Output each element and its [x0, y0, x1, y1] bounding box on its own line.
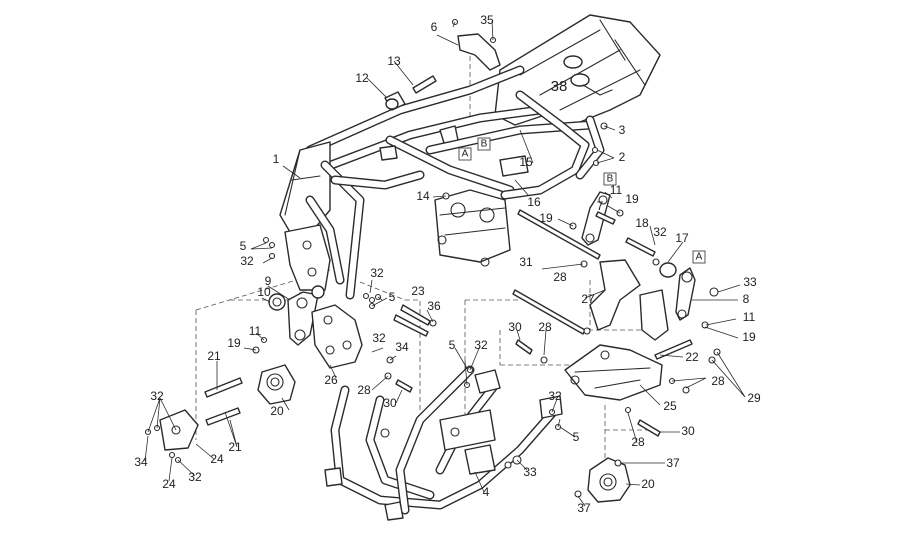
callout-32-lowermid: 32 — [548, 389, 562, 403]
reference-letters: A B B A — [458, 137, 706, 264]
callout-30-mid: 30 — [508, 320, 522, 334]
callout-19-right: 19 — [742, 330, 756, 344]
callout-32-far-left: 32 — [150, 389, 164, 403]
leader-lines — [144, 20, 746, 507]
ref-a-1: A — [462, 149, 469, 160]
callout-13: 13 — [387, 54, 401, 68]
callout-32-lower: 32 — [474, 338, 488, 352]
callout-10: 10 — [257, 285, 271, 299]
callout-numbers: 6 35 13 12 38 3 2 1 15 14 16 11 19 7 19 … — [134, 13, 761, 515]
callout-1: 1 — [273, 152, 280, 166]
callout-5-left: 5 — [240, 239, 247, 253]
silent-block-20-right — [587, 457, 631, 503]
washer-17 — [659, 262, 677, 278]
callout-12: 12 — [355, 71, 369, 85]
callout-19-top: 19 — [625, 192, 639, 206]
plate-24 — [159, 409, 199, 451]
callout-38: 38 — [551, 78, 568, 95]
callout-36: 36 — [427, 299, 441, 313]
callout-18: 18 — [635, 216, 649, 230]
callout-32-bottom: 32 — [188, 470, 202, 484]
callout-3: 3 — [619, 123, 626, 137]
engine-link-9 — [287, 291, 319, 346]
callout-34-bottom: 34 — [134, 455, 148, 469]
pin-13 — [412, 75, 437, 94]
callout-28-left: 28 — [357, 383, 371, 397]
callout-28-lower: 28 — [631, 435, 645, 449]
main-frame — [279, 14, 661, 300]
callout-37-top: 37 — [666, 456, 680, 470]
ref-b-1: B — [481, 139, 488, 150]
callout-21-left: 21 — [207, 349, 221, 363]
callout-5-center: 5 — [449, 338, 456, 352]
callout-32-mid: 32 — [370, 266, 384, 280]
callout-11-left: 11 — [249, 324, 262, 338]
callout-17: 17 — [675, 231, 689, 245]
callout-37-bottom: 37 — [577, 501, 591, 515]
callout-30-left: 30 — [383, 396, 397, 410]
callout-19-mid: 19 — [539, 211, 553, 225]
callout-27: 27 — [581, 292, 595, 306]
lower-cradle — [324, 365, 563, 521]
callout-34-mid: 34 — [395, 340, 409, 354]
callout-35: 35 — [480, 13, 494, 27]
callout-23: 23 — [411, 284, 425, 298]
callout-32-right: 32 — [653, 225, 667, 239]
callout-14: 14 — [416, 189, 430, 203]
link-7 — [581, 191, 611, 246]
callout-22: 22 — [685, 350, 699, 364]
callout-9: 9 — [265, 274, 272, 288]
bolt-31 — [517, 209, 601, 260]
callout-2: 2 — [619, 150, 626, 164]
callout-5-lower: 5 — [573, 430, 580, 444]
callout-25: 25 — [663, 399, 677, 413]
callout-28-right: 28 — [711, 374, 725, 388]
callout-26: 26 — [324, 373, 338, 387]
left-components — [144, 75, 450, 464]
ref-a-2: A — [696, 252, 703, 263]
callout-20-left: 20 — [270, 404, 284, 418]
callout-28-mid: 28 — [538, 320, 552, 334]
callout-8: 8 — [743, 292, 750, 306]
callout-4: 4 — [483, 485, 490, 499]
callout-20-right: 20 — [641, 477, 655, 491]
callout-33-right: 33 — [743, 275, 757, 289]
battery-box — [434, 189, 511, 263]
callout-32-center: 32 — [372, 331, 386, 345]
bracket-plate-26 — [311, 304, 363, 369]
callout-6: 6 — [431, 20, 438, 34]
callout-33-bottom: 33 — [523, 465, 537, 479]
rear-subframe — [494, 14, 661, 131]
callout-19-left: 19 — [227, 336, 241, 350]
callout-21-bottom: 21 — [228, 440, 242, 454]
right-components — [451, 18, 721, 503]
callout-15: 15 — [519, 155, 533, 169]
callout-30-right: 30 — [681, 424, 695, 438]
bracket-6 — [457, 33, 501, 71]
callout-31: 31 — [519, 255, 533, 269]
callout-16: 16 — [527, 195, 541, 209]
callout-5-mid: 5 — [389, 290, 396, 304]
bracket-27 — [589, 259, 641, 331]
callout-29: 29 — [747, 391, 761, 405]
callout-24-bottom: 24 — [162, 477, 176, 491]
ring-10 — [268, 293, 286, 311]
front-engine-plate — [284, 224, 331, 291]
callout-24-right: 24 — [210, 452, 224, 466]
callout-32-left: 32 — [240, 254, 254, 268]
bracket-25 — [564, 344, 663, 401]
callout-7: 7 — [597, 199, 604, 213]
callout-11-right: 11 — [743, 310, 756, 324]
callout-11-top: 11 — [610, 183, 623, 197]
ref-b-2: B — [607, 174, 614, 185]
silent-block-20-left — [257, 364, 296, 405]
callout-28-top: 28 — [553, 270, 567, 284]
